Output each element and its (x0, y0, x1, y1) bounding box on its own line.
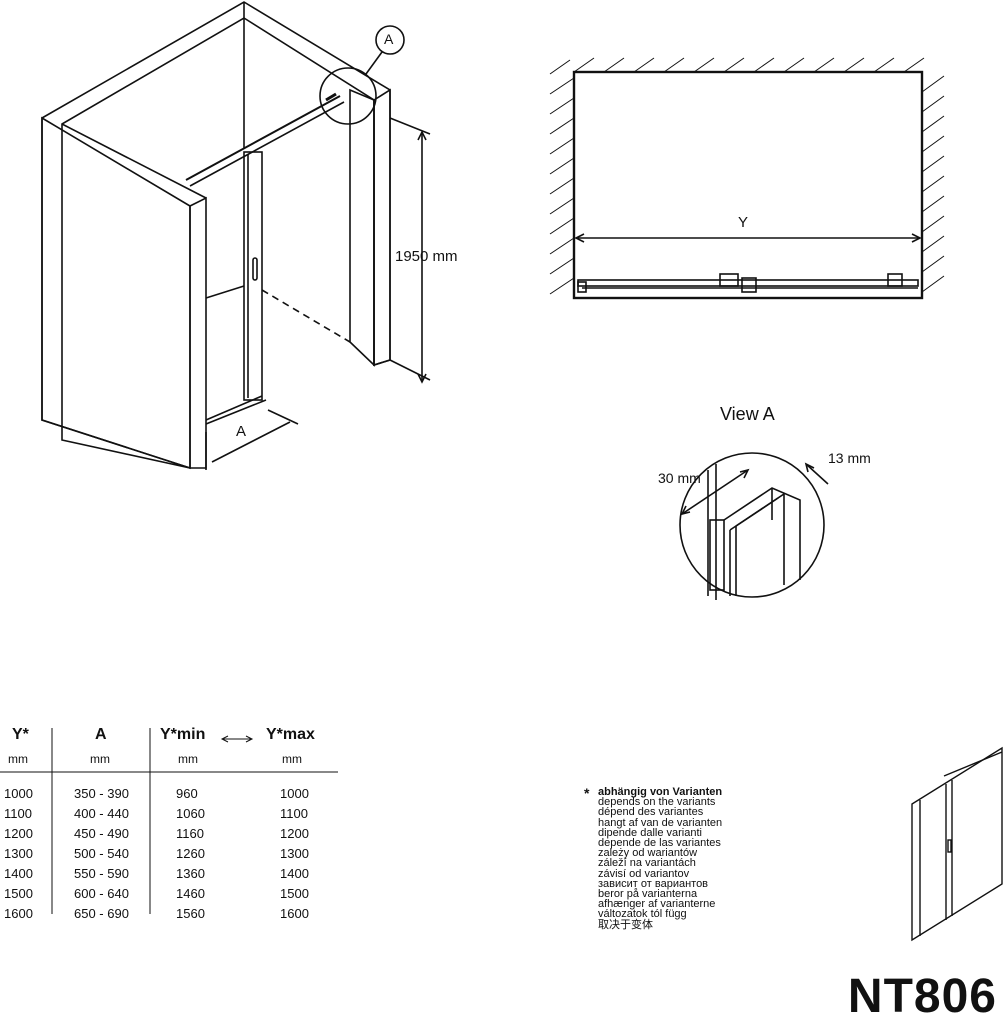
table-unit-ymin: mm (178, 752, 198, 766)
table-cell: 1560 (176, 906, 205, 921)
table-cell: 500 - 540 (74, 846, 129, 861)
table-rules (0, 728, 338, 914)
table-cell: 1000 (4, 786, 33, 801)
table-cell: 960 (176, 786, 198, 801)
view-a-title: View A (720, 404, 775, 424)
table-cell: 1100 (280, 806, 308, 821)
table-cell: 650 - 690 (74, 906, 129, 921)
wall-hatching (549, 57, 945, 295)
table-cell: 1600 (4, 906, 33, 921)
note-line: depends on the variants (598, 796, 716, 809)
table-cell: 350 - 390 (74, 786, 129, 801)
isometric-enclosure (41, 1, 431, 470)
width-a-label: A (236, 423, 247, 440)
table-cell: 1500 (280, 886, 309, 901)
plan-view (549, 57, 945, 300)
dimension-13mm-label: 13 mm (828, 450, 871, 466)
table-cell: 600 - 640 (74, 886, 129, 901)
left-wall (41, 1, 391, 469)
table-cell: 1300 (4, 846, 33, 861)
table-cell: 1160 (176, 826, 204, 841)
table-header-ymin: Y*min (160, 726, 206, 743)
note-line: zależy od wariantów (598, 847, 698, 860)
table-cell: 1500 (4, 886, 33, 901)
table-cell: 400 - 440 (74, 806, 129, 821)
note-line: зависит от вариантов (598, 877, 709, 890)
table-cell: 1060 (176, 806, 205, 821)
table-cell: 1460 (176, 886, 205, 901)
table-cell: 1360 (176, 866, 205, 881)
note-line: hangt af van de varianten (598, 816, 723, 829)
table-unit-a: mm (90, 752, 110, 766)
callout-a-bubble (375, 25, 405, 55)
table-cell: 450 - 490 (74, 826, 129, 841)
product-thumbnail (911, 746, 1003, 942)
table-cell: 550 - 590 (74, 866, 129, 881)
note-line: depende de las variantes (598, 837, 721, 850)
table-cell: 1400 (280, 866, 309, 881)
product-code: NT806 (847, 970, 997, 1023)
table-cell: 1260 (176, 846, 205, 861)
table-cell: 1400 (4, 866, 33, 881)
dimension-30mm-label: 30 mm (658, 470, 701, 486)
width-dimension-line (211, 421, 291, 463)
table-cell: 1000 (280, 786, 309, 801)
table-cell: 1300 (280, 846, 309, 861)
table-header-a: A (95, 726, 107, 743)
note-line: dépend des variantes (598, 806, 704, 819)
table-header-ymax: Y*max (266, 726, 315, 743)
note-asterisk: * (584, 785, 590, 801)
table-cell: 1200 (4, 826, 33, 841)
table-cell: 1600 (280, 906, 309, 921)
plan-y-label: Y (738, 214, 749, 231)
table-cell: 1200 (280, 826, 309, 841)
variant-note: abhängig von Varianten depends on the va… (598, 786, 723, 931)
note-line: dipende dalle varianti (598, 826, 702, 839)
note-line: beror på varianterna (598, 888, 698, 901)
note-line: záleží na variantách (598, 857, 696, 870)
table-header-y: Y* (12, 726, 29, 743)
note-line: závisí od variantov (598, 867, 690, 880)
table-cell: 1100 (4, 806, 32, 821)
table-unit-ymax: mm (282, 752, 302, 766)
height-dimension-label: 1950 mm (395, 248, 458, 265)
right-wall (349, 88, 375, 367)
table-unit-y: mm (8, 752, 28, 766)
detail-view-a (679, 452, 829, 600)
note-line: afhænger af varianterne (598, 898, 716, 911)
detail-callout-circle (319, 67, 377, 125)
note-line: változatok tól függ (598, 908, 687, 921)
callout-a-label: A (384, 31, 394, 47)
note-line: 取决于变体 (598, 918, 653, 931)
note-line: abhängig von Varianten (598, 786, 723, 798)
